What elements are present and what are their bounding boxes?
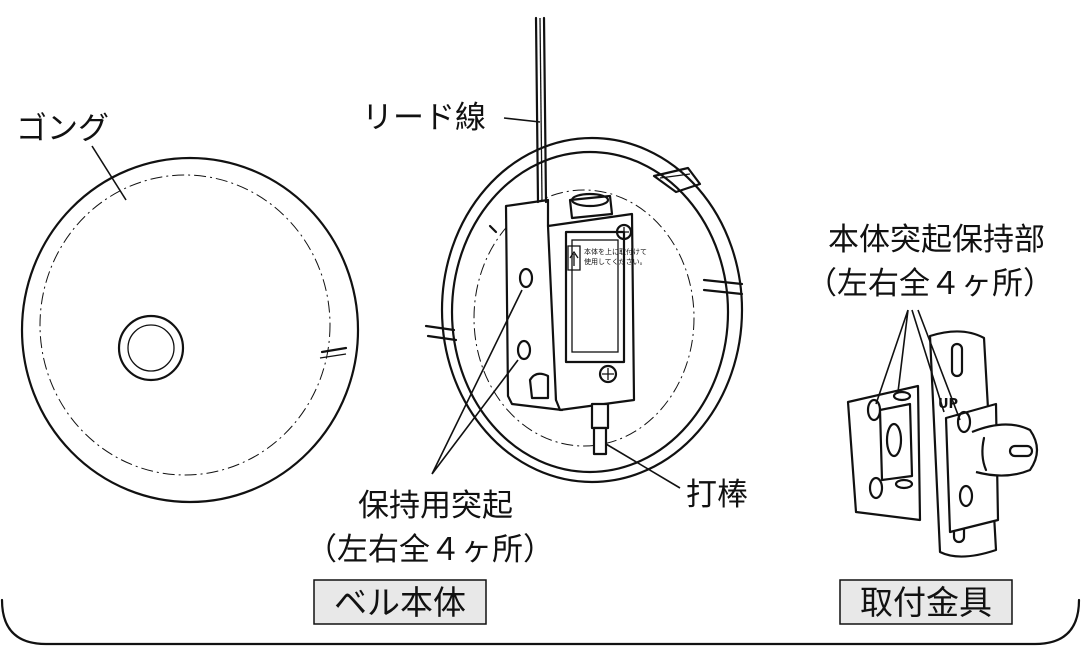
gong-label: ゴング xyxy=(16,111,109,147)
body-projection-holder-label-line1: 本体突起保持部 xyxy=(828,222,1045,258)
lead-wire-leader-line xyxy=(503,117,541,123)
gong-leader-line xyxy=(91,145,127,201)
mounting-bracket-caption-text: 取付金具 xyxy=(860,583,992,622)
mounting-bracket-caption: 取付金具 xyxy=(839,579,1013,625)
holding-projection-leader-lines xyxy=(431,289,523,475)
module-caption-line2: 使用してください。 xyxy=(584,257,647,266)
module-caption-line1: 本体を上に取付けて xyxy=(584,247,647,256)
body-projection-holder-leader-lines xyxy=(875,309,961,421)
outer-frame xyxy=(0,598,1081,646)
bell-body-caption-text: ベル本体 xyxy=(334,583,466,622)
gong-drawing xyxy=(20,156,360,504)
bell-body-caption: ベル本体 xyxy=(313,579,487,625)
mounting-bracket-drawing: UP xyxy=(846,330,1039,558)
striker-label: 打棒 xyxy=(686,477,748,513)
lead-wire-label: リード線 xyxy=(362,100,486,136)
holding-projection-label-line2: （左右全４ヶ所） xyxy=(306,532,554,568)
body-projection-holder-label-line2: （左右全４ヶ所） xyxy=(806,266,1054,302)
holding-projection-label-line1: 保持用突起 xyxy=(358,488,513,524)
bell-body-drawing: 本体を上に取付けて 使用してください。 xyxy=(424,16,744,484)
striker-leader-line xyxy=(605,443,681,489)
